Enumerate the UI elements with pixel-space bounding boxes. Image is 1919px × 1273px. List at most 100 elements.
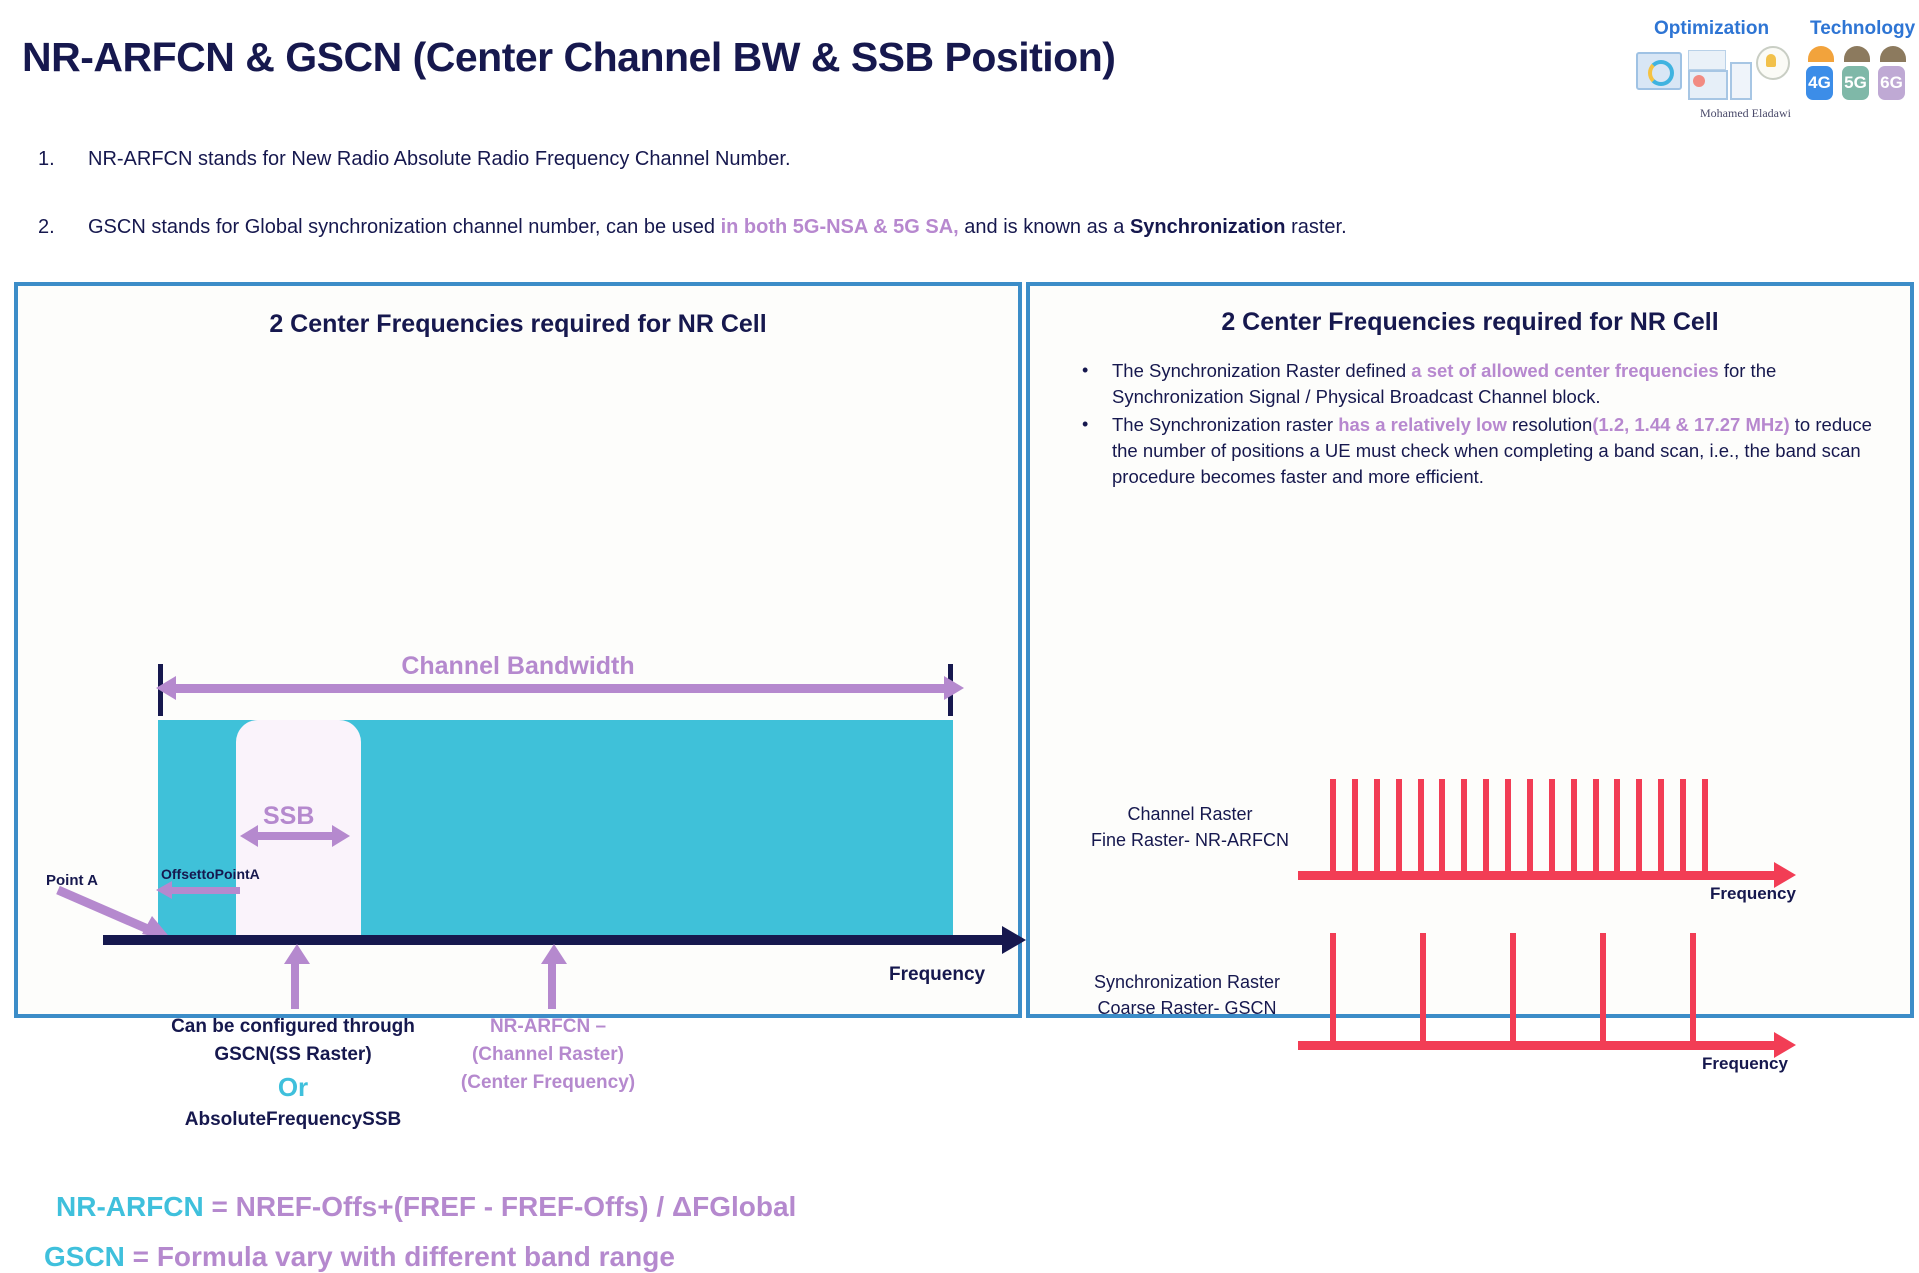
formula2-rhs: = Formula vary with different band range: [124, 1241, 675, 1272]
lightbulb-glow-icon: [1766, 54, 1776, 67]
brand-logo: Optimization Technology 4G 5G 6G Mohamed…: [1628, 14, 1918, 124]
channel-raster-title: Channel Raster: [1127, 804, 1253, 824]
logo-technology-label: Technology: [1810, 18, 1916, 39]
right-bullet-2-post: to reduce the number of positions a UE m…: [1112, 413, 1872, 487]
bullet-2-mid: and is known as a: [958, 216, 1130, 238]
bullet-2-highlight: in both 5G-NSA & 5G SA,: [720, 216, 959, 238]
ssb-label: SSB: [263, 802, 315, 830]
analytics-icon: [1688, 50, 1726, 70]
wifi-icon: [1844, 46, 1870, 62]
logo-optimization-label: Optimization: [1654, 18, 1770, 39]
raster-tick: [1373, 779, 1380, 873]
raster-tick: [1548, 779, 1555, 873]
raster-tick: [1351, 779, 1358, 873]
synchronization-raster-chart: Synchronization Raster Coarse Raster- GS…: [1030, 926, 1910, 1086]
right-bullet-2: • The Synchronization raster has a relati…: [1054, 412, 1884, 490]
badge-4g-icon: 4G: [1806, 66, 1833, 100]
right-bullet-1-pre: The Synchronization Raster defined: [1112, 360, 1412, 381]
page-title: NR-ARFCN & GSCN (Center Channel BW & SSB…: [22, 34, 1116, 80]
channel-bandwidth-label: Channel Bandwidth: [401, 652, 635, 680]
right-bullet-2-pre: The Synchronization raster: [1112, 413, 1339, 435]
sync-raster-axis: [1298, 1041, 1778, 1050]
raster-tick: [1570, 779, 1577, 873]
left-panel: 2 Center Frequencies required for NR Cel…: [14, 282, 1026, 1272]
point-a-label: Point A: [46, 872, 98, 889]
sync-raster-subtitle: Coarse Raster- GSCN: [1097, 998, 1277, 1018]
ssb-arrow-line: [256, 832, 336, 840]
right-bullet-1-post: for the Synchronization Signal / Physica…: [1112, 360, 1777, 407]
logo-author-credit: Mohamed Eladawi: [1700, 106, 1791, 120]
raster-tick: [1636, 779, 1643, 873]
technology-icon-group: 4G 5G 6G: [1806, 44, 1916, 102]
point-a-arrow-icon: [56, 886, 172, 940]
raster-tick: [1461, 779, 1468, 873]
gscn-caption-line1: Can be configured through: [171, 1016, 415, 1037]
bullet-dot-icon: •: [1082, 360, 1089, 380]
right-panel-bullet-list: •The Synchronization Raster defined a se…: [1054, 358, 1884, 491]
bullet-1-text: NR-ARFCN stands for New Radio Absolute R…: [88, 148, 791, 170]
right-bullet-2-highlight2: (1.2, 1.44 & 17.27 MHz): [1592, 413, 1790, 435]
raster-tick: [1395, 779, 1402, 873]
bandwidth-arrow-line: [174, 684, 946, 693]
raster-tick: [1614, 779, 1621, 873]
right-bullet-1: •The Synchronization Raster defined a se…: [1054, 358, 1884, 410]
raster-tick: [1330, 933, 1336, 1043]
bullet-dot-icon: •: [1082, 413, 1089, 434]
bullet-2-text: GSCN stands for Global synchronization c…: [88, 216, 1347, 239]
gscn-pointer-line: [291, 961, 299, 1009]
formula-gscn: GSCN = Formula vary with different band …: [44, 1241, 675, 1273]
wifi-icon: [1880, 46, 1906, 62]
channel-raster-subtitle: Fine Raster- NR-ARFCN: [1090, 830, 1290, 850]
arfcn-caption-line3: (Center Frequency): [460, 1072, 636, 1093]
optimization-icon-group: [1636, 44, 1796, 102]
arfcn-caption-line1: NR-ARFCN –: [489, 1016, 607, 1037]
ssb-arrow-left-icon: [240, 825, 258, 847]
right-panel-title: 2 Center Frequencies required for NR Cel…: [1221, 308, 1719, 336]
slide-root: NR-ARFCN & GSCN (Center Channel BW & SSB…: [14, 14, 1918, 1272]
sync-raster-axis-arrow-icon: [1774, 1032, 1796, 1058]
bandwidth-arrow-right-icon: [944, 676, 964, 700]
formula1-rhs: = NREF-Offs+(FREF - FREF-Offs) / ΔFGloba…: [203, 1191, 797, 1222]
raster-tick: [1417, 779, 1424, 873]
raster-tick: [1526, 779, 1533, 873]
raster-tick: [1483, 779, 1490, 873]
bandwidth-arrow-left-icon: [156, 676, 176, 700]
offset-arrow-line: [170, 887, 240, 894]
raster-tick: [1420, 933, 1426, 1043]
gscn-pointer-arrow-icon: [284, 944, 310, 964]
bullet-2-post: raster.: [1285, 216, 1347, 238]
badge-5g-icon: 5G: [1842, 66, 1869, 100]
raster-tick: [1592, 779, 1599, 873]
sync-raster-frequency-label: Frequency: [1702, 1054, 1788, 1073]
channel-raster-axis-arrow-icon: [1774, 862, 1796, 888]
frequency-axis-arrow-icon: [1002, 926, 1026, 954]
ssb-arrow-right-icon: [332, 825, 350, 847]
bullet-2-pre: GSCN stands for Global synchronization c…: [88, 216, 721, 238]
badge-6g-icon: 6G: [1878, 66, 1905, 100]
arfcn-caption-line2: (Channel Raster): [471, 1044, 625, 1065]
raster-tick: [1658, 779, 1665, 873]
raster-tick: [1680, 779, 1687, 873]
gscn-caption-line2: GSCN(SS Raster): [214, 1044, 372, 1065]
raster-tick: [1690, 933, 1696, 1043]
or-label: Or: [277, 1072, 309, 1102]
sync-raster-title: Synchronization Raster: [1093, 972, 1281, 992]
channel-raster-chart: Channel Raster Fine Raster- NR-ARFCN Fre…: [1030, 756, 1910, 916]
formula2-lhs: GSCN: [44, 1241, 125, 1272]
formula1-lhs: NR-ARFCN: [56, 1191, 204, 1222]
bullet-2-bold: Synchronization: [1129, 216, 1286, 238]
raster-tick: [1330, 779, 1336, 873]
frequency-axis-label: Frequency: [889, 964, 986, 985]
raster-tick: [1510, 933, 1516, 1043]
server-icon: [1730, 62, 1752, 100]
channel-raster-axis: [1298, 871, 1778, 880]
refresh-circle-icon: [1648, 60, 1674, 86]
offset-to-point-a-label: OffsettoPointA: [161, 866, 260, 882]
bullet-2-number: 2.: [38, 216, 55, 238]
raster-tick: [1600, 933, 1606, 1043]
arfcn-pointer-line: [548, 961, 556, 1009]
bullet-1-number: 1.: [38, 148, 55, 170]
wifi-icon: [1808, 46, 1834, 62]
channel-raster-frequency-label: Frequency: [1710, 884, 1796, 903]
right-bullet-2-highlight: has a relatively low: [1338, 413, 1507, 435]
